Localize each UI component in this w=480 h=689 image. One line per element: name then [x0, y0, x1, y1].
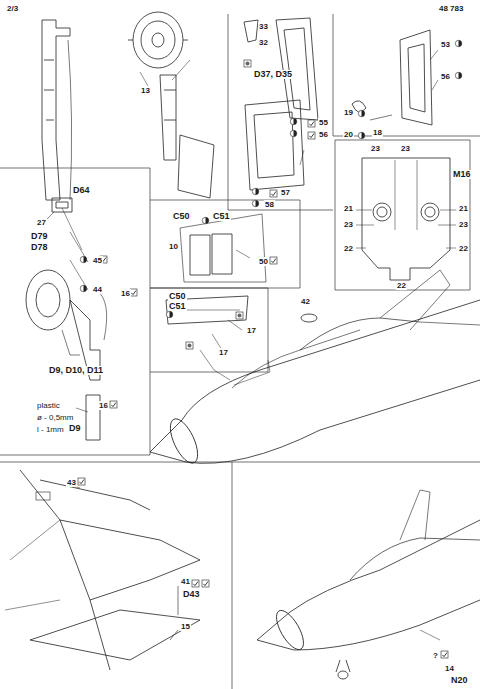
callout-number: 13 [140, 86, 151, 95]
part-label: D79 [30, 232, 49, 241]
callout-number: 23 [400, 144, 411, 153]
callout-number: 27 [36, 218, 47, 227]
part-label: l - 1mm [36, 425, 65, 434]
part-label: D9 [68, 424, 82, 433]
callout-number: 20 [343, 130, 354, 139]
callout-number: 16 [120, 289, 131, 298]
callout-number: 43 [66, 478, 77, 487]
callout-number: 55 [318, 118, 329, 127]
page-header: 48 783 [438, 4, 464, 13]
callout-number: 57 [280, 188, 291, 197]
callout-number: 23 [458, 220, 469, 229]
callout-number: 33 [258, 22, 269, 31]
callout-number: 15 [180, 622, 191, 631]
part-label: C51 [212, 212, 231, 221]
part-label: C51 [168, 302, 187, 311]
callout-number: 53 [440, 40, 451, 49]
part-label: D64 [72, 186, 91, 195]
callout-number: 14 [444, 664, 455, 673]
part-label: D9, D10, D11 [48, 366, 104, 375]
callout-number: 10 [168, 242, 179, 251]
callout-number: 16 [98, 401, 109, 410]
callout-number: 21 [458, 204, 469, 213]
callout-number: 45 [92, 256, 103, 265]
callout-number: 44 [92, 285, 103, 294]
callout-number: 56 [440, 72, 451, 81]
part-label: D78 [30, 243, 49, 252]
callout-number: 22 [343, 244, 354, 253]
callout-number: 42 [300, 297, 311, 306]
part-label: D43 [182, 590, 201, 599]
callout-number: 23 [343, 220, 354, 229]
part-label: C50 [172, 212, 191, 221]
callout-number: 19 [343, 108, 354, 117]
callout-number: 41 [180, 577, 191, 586]
callout-number: 22 [458, 244, 469, 253]
part-label: M16 [452, 170, 472, 179]
part-label: plastic [36, 401, 61, 410]
part-label: C50 [168, 292, 187, 301]
callout-number: 58 [264, 200, 275, 209]
callout-number: 18 [372, 128, 383, 137]
callout-number: 21 [343, 204, 354, 213]
callout-number: 50 [258, 257, 269, 266]
callout-number: 32 [258, 38, 269, 47]
page-header: 2/3 [6, 4, 19, 13]
callout-number: 23 [370, 144, 381, 153]
callout-number: 17 [246, 326, 257, 335]
callout-number: 56 [318, 130, 329, 139]
callout-number: 17 [218, 348, 229, 357]
part-label: D37, D35 [253, 70, 293, 79]
part-label: ø - 0,5mm [36, 413, 74, 422]
callout-number: 22 [396, 281, 407, 290]
part-label: N20 [450, 676, 469, 685]
part-label: ? [432, 651, 439, 660]
